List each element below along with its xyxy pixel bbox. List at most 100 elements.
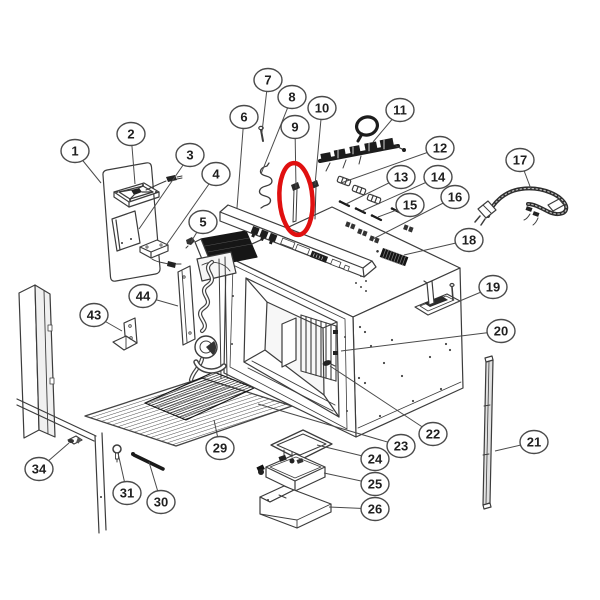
support-bar (177, 265, 196, 346)
callout-31: 31 (112, 452, 142, 506)
callout-7: 7 (253, 67, 283, 133)
compressor-unit (188, 251, 237, 383)
callout-14: 14 (361, 164, 453, 212)
power-cord (474, 186, 569, 226)
callout-circle (418, 421, 448, 447)
callout-leader-line (236, 116, 245, 209)
callout-label: 9 (291, 120, 298, 135)
fan-assembly (113, 175, 183, 208)
callout-label: 8 (288, 90, 295, 105)
callout-circle (188, 209, 218, 235)
callout-label: 21 (527, 435, 541, 450)
callout-43: 43 (79, 302, 123, 332)
callout-1: 1 (60, 138, 102, 184)
callout-label: 12 (433, 141, 447, 156)
callout-label: 5 (199, 215, 206, 230)
callout-3: 3 (138, 142, 205, 230)
bracket-channel (139, 239, 182, 268)
callout-label: 15 (403, 198, 417, 213)
callout-label: 29 (213, 441, 227, 456)
door-frame-corner (16, 398, 107, 534)
wire-shelf (84, 371, 293, 447)
heater-element (376, 248, 409, 267)
rail-controls (250, 226, 350, 272)
callout-leader-line (372, 196, 456, 240)
trim-strip (482, 355, 494, 510)
callout-label: 25 (368, 477, 382, 492)
callout-circle (205, 435, 235, 461)
callout-label: 6 (240, 110, 247, 125)
callout-circle (175, 142, 205, 168)
highlight-oval (277, 160, 315, 238)
wiring-harness (318, 115, 406, 172)
callout-circle (360, 471, 390, 497)
callout-leader-line (340, 330, 502, 352)
callout-label: 17 (513, 153, 527, 168)
connector-pairs (345, 221, 414, 244)
callout-circle (280, 114, 310, 140)
callout-label: 34 (32, 462, 47, 477)
callout-34: 34 (24, 442, 70, 482)
sensor-probe-9 (291, 182, 300, 223)
callout-label: 7 (264, 73, 271, 88)
callout-circle (360, 446, 390, 472)
callout-9: 9 (280, 114, 310, 189)
callout-circle (519, 429, 549, 455)
callout-16: 16 (372, 184, 470, 240)
callout-circle (478, 274, 508, 300)
drain-component (322, 360, 336, 367)
control-box (256, 449, 326, 492)
callout-29: 29 (205, 419, 235, 461)
callout-leader-line (260, 96, 293, 175)
callout-19: 19 (454, 274, 508, 304)
callout-circle (112, 480, 142, 506)
callout-circle (505, 147, 535, 173)
callout-circle (79, 302, 109, 328)
callout-13: 13 (345, 164, 416, 205)
angle-bracket (112, 317, 138, 351)
fastener-set (336, 175, 414, 244)
latch-keeper (67, 435, 83, 445)
small-clip (185, 237, 195, 249)
callout-44: 44 (128, 283, 179, 309)
callout-leader-line (329, 365, 434, 435)
callout-label: 23 (394, 439, 408, 454)
callout-leader-line (257, 403, 402, 447)
callout-21: 21 (494, 429, 549, 455)
callout-label: 3 (186, 148, 193, 163)
callout-25: 25 (323, 471, 390, 497)
callout-label: 19 (486, 280, 500, 295)
callout-circle (486, 318, 516, 344)
callout-circle (201, 161, 231, 187)
callout-17: 17 (505, 147, 535, 190)
callout-label: 1 (71, 144, 78, 159)
wire-plug (167, 261, 176, 268)
callout-label: 10 (315, 101, 329, 116)
callout-label: 14 (431, 170, 446, 185)
callout-leader-line (314, 107, 323, 186)
callout-circle (395, 192, 425, 218)
callout-label: 26 (368, 502, 382, 517)
callout-label: 20 (494, 324, 508, 339)
callout-24: 24 (316, 444, 390, 472)
evaporator-fins (281, 314, 338, 382)
door-latch (414, 280, 461, 316)
callout-leader-line (138, 154, 191, 230)
callout-circle (360, 496, 390, 522)
callout-10: 10 (307, 95, 337, 186)
callout-label: 13 (394, 170, 408, 185)
callout-11: 11 (372, 97, 415, 143)
gasket-frame (270, 429, 333, 461)
callout-circle (24, 456, 54, 482)
callout-30: 30 (146, 461, 176, 515)
callout-8: 8 (260, 84, 307, 175)
callout-label: 31 (120, 486, 134, 501)
callout-circle (423, 164, 453, 190)
mounting-plate (111, 210, 141, 252)
control-rail (219, 204, 377, 278)
callout-2: 2 (116, 121, 146, 185)
callout-label: 11 (393, 103, 407, 118)
callout-label: 30 (154, 495, 168, 510)
